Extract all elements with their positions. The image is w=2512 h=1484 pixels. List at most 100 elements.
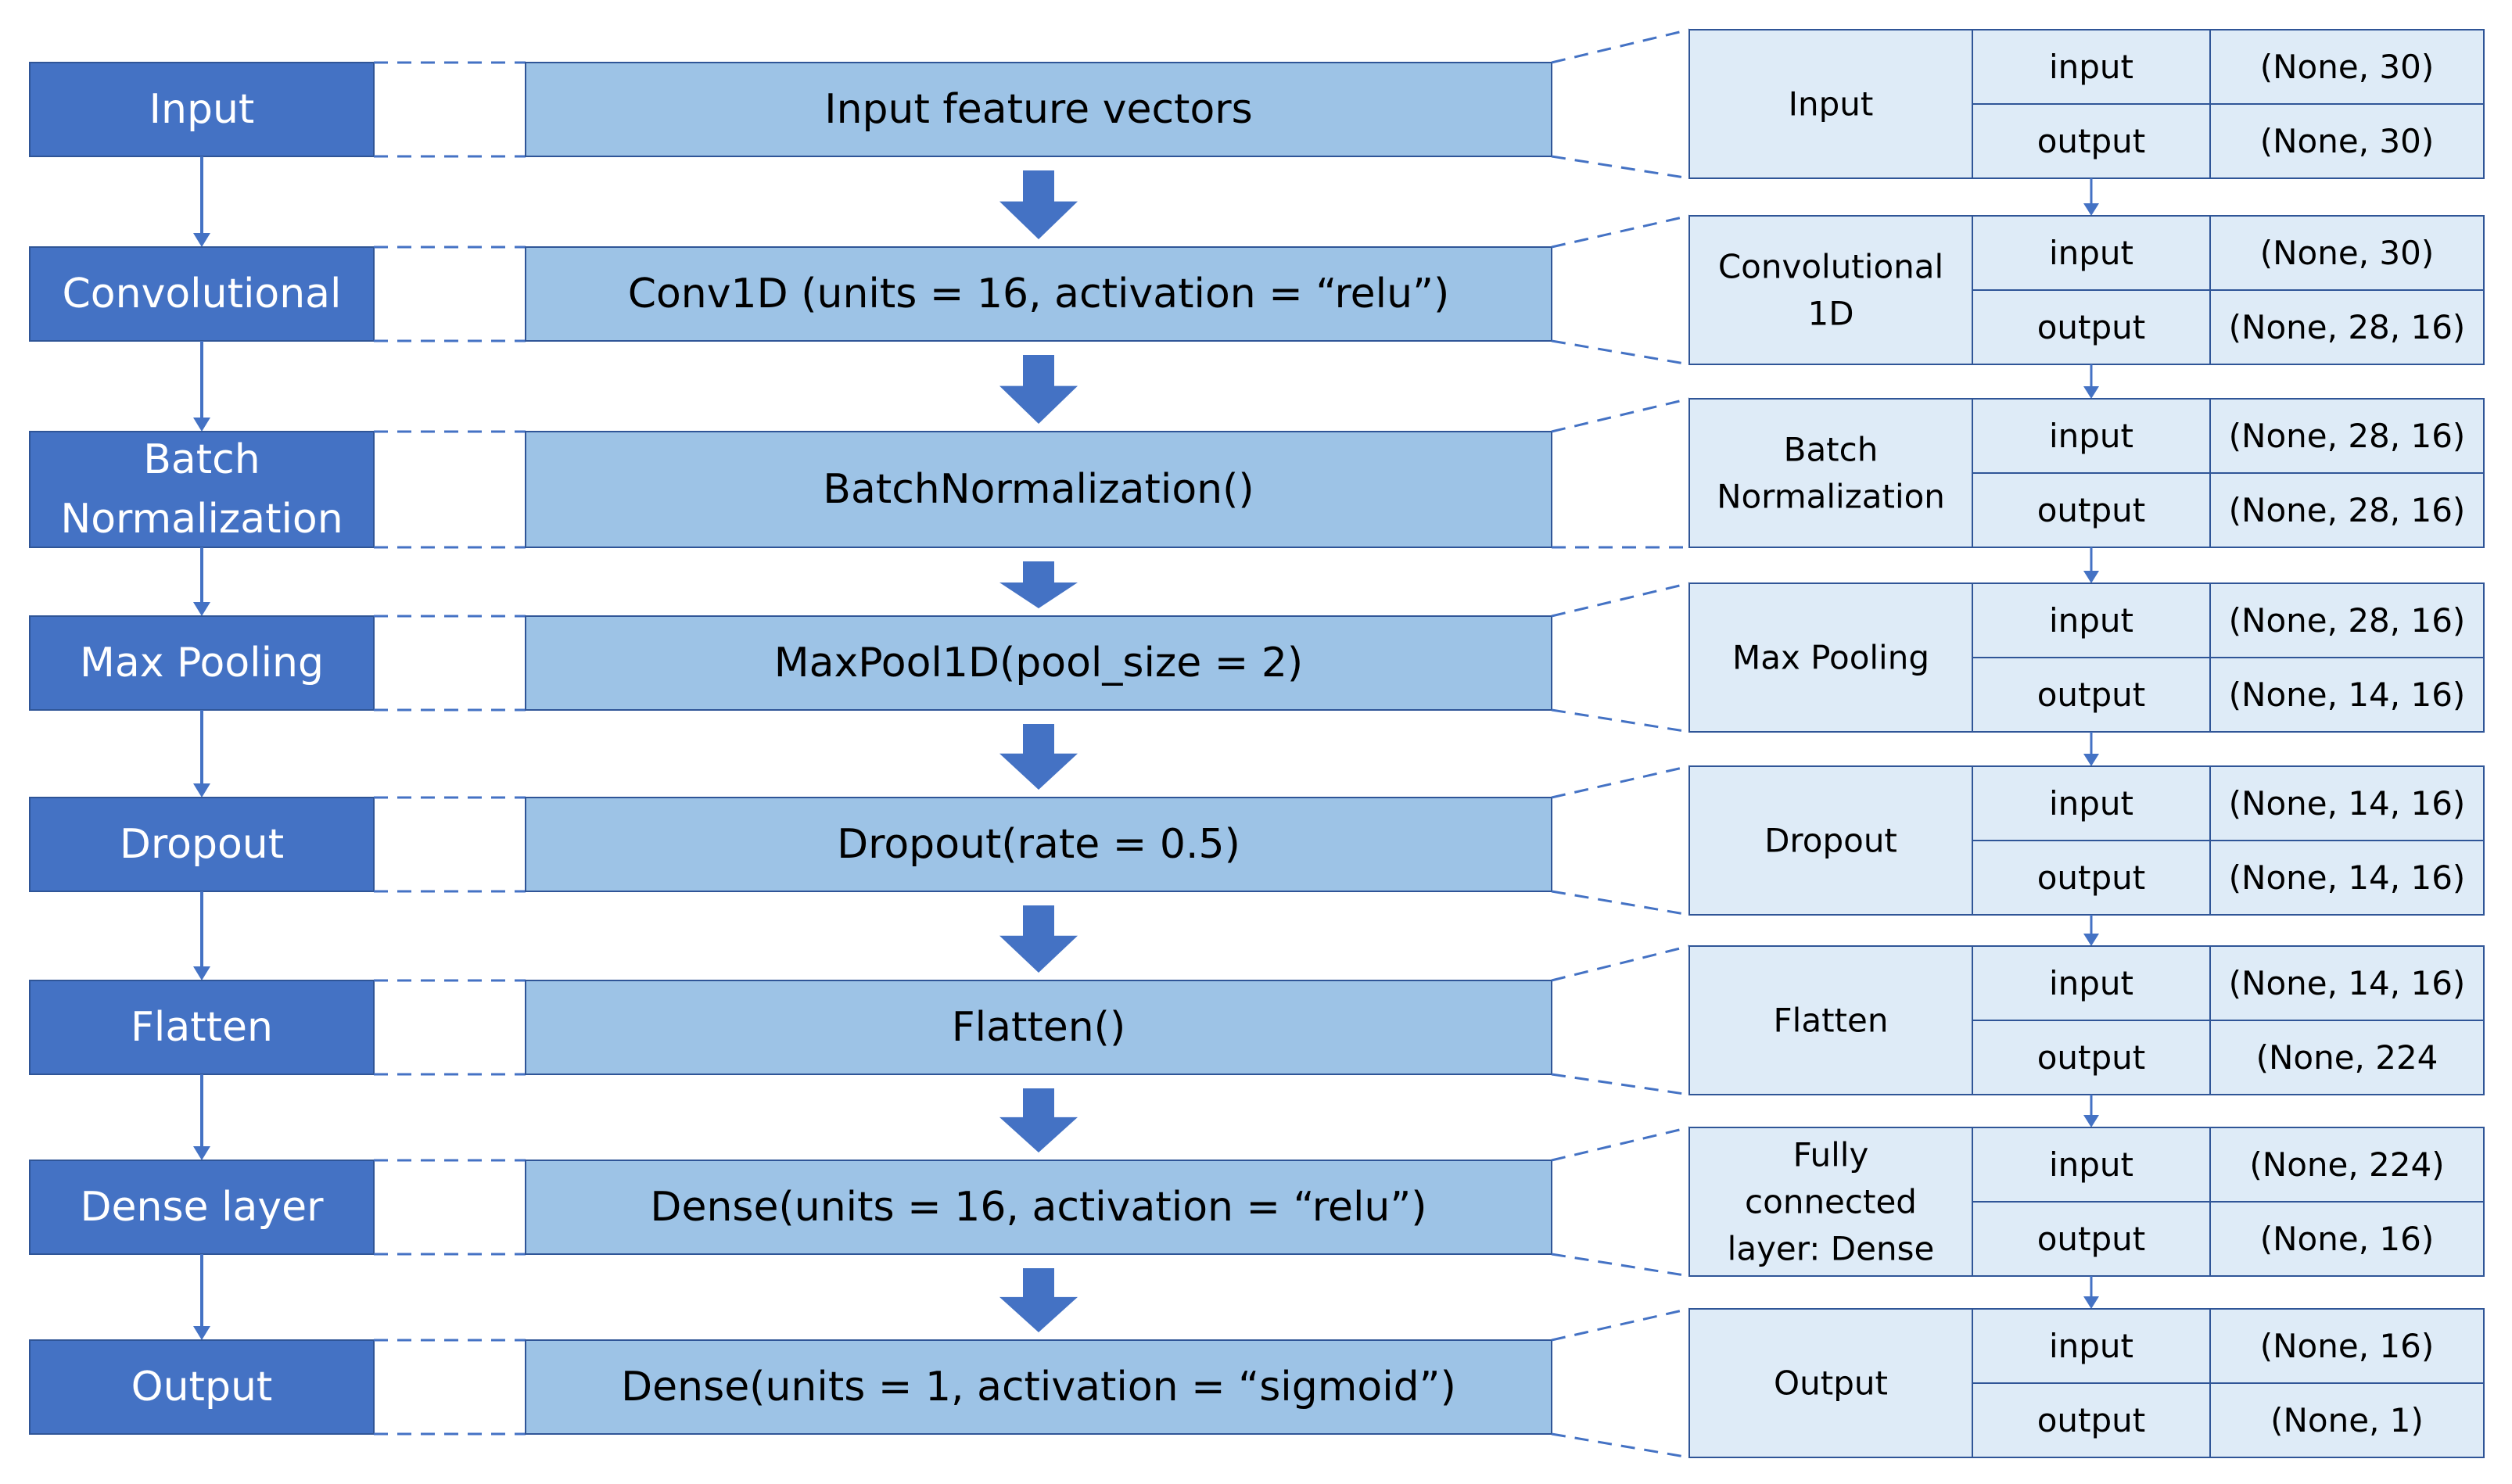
layer-code-label: MaxPool1D(pool_size = 2) [774,640,1303,686]
input-label: input [2049,1327,2133,1365]
input-label: input [2049,601,2133,640]
layer-code-label: Dropout(rate = 0.5) [837,821,1240,868]
input-shape: (None, 28, 16) [2229,417,2466,455]
flow-arrow-head [2083,386,2099,399]
layer-code-label: Input feature vectors [824,86,1252,133]
layer-name-box [29,980,375,1075]
flow-arrow-head [193,966,210,980]
output-shape: (None, 1) [2270,1401,2424,1439]
dashed-connector [1551,1432,1690,1459]
layer-code-label: Flatten() [952,1004,1126,1051]
flow-arrow-head [2083,203,2099,216]
dashed-connector [1551,214,1690,249]
layer-code-box [525,62,1552,157]
down-arrow [999,724,1078,790]
output-label: output [2037,1038,2146,1077]
dashed-connector [1551,945,1690,982]
layer-name-box [29,62,375,157]
layer-summary-label: Fully [1793,1136,1869,1174]
output-shape: (None, 30) [2260,122,2435,160]
output-label: output [2037,122,2146,160]
output-shape: (None, 28, 16) [2229,491,2466,529]
layer-code-label: Conv1D (units = 16, activation = “relu”) [628,271,1450,317]
flow-arrow-head [2083,1296,2099,1309]
layer-summary-label: Convolutional [1718,248,1943,286]
layer-code-box [525,246,1552,342]
output-shape: (None, 14, 16) [2229,676,2466,714]
layer-summary-label: connected [1745,1183,1917,1221]
layer-name-box [29,615,375,711]
layer-summary-label: Flatten [1774,1002,1889,1040]
input-label: input [2049,1145,2133,1184]
flow-arrow-head [193,418,210,432]
dashed-connector [1551,28,1690,64]
layer-summary-label: Dropout [1764,822,1897,860]
layer-name-label: Input [149,86,255,133]
flow-arrow-head [2083,571,2099,583]
layer-code-box [525,1339,1552,1435]
layer-code-label: Dense(units = 16, activation = “relu”) [650,1184,1426,1231]
output-shape: (None, 14, 16) [2229,858,2466,897]
dashed-connector [1551,1126,1690,1162]
flow-arrow-head [2083,754,2099,766]
input-shape: (None, 224) [2249,1145,2444,1184]
layer-summary-label: 1D [1807,295,1853,333]
output-label: output [2037,1401,2146,1439]
input-shape: (None, 16) [2260,1327,2435,1365]
layer-code-box [525,1160,1552,1255]
input-label: input [2049,784,2133,823]
down-arrow [999,905,1078,973]
flow-arrow-head [2083,1115,2099,1127]
flow-arrow-head [193,1326,210,1340]
output-label: output [2037,308,2146,346]
layer-summary-label: Batch [1784,431,1879,469]
down-arrow [999,561,1078,608]
layer-name-box [29,431,375,548]
input-shape: (None, 14, 16) [2229,784,2466,823]
layer-code-box [525,980,1552,1075]
dashed-connector [1551,765,1690,799]
layer-name-box [29,1160,375,1255]
layer-code-box [525,797,1552,892]
layer-summary-label: Normalization [1717,478,1945,516]
layer-code-label: BatchNormalization() [823,466,1254,513]
dashed-connector [1551,397,1690,433]
down-arrow [999,1088,1078,1152]
down-arrow [999,1268,1078,1332]
layer-name-label: Normalization [60,496,343,543]
output-shape: (None, 28, 16) [2229,308,2466,346]
output-shape: (None, 16) [2260,1220,2435,1258]
layer-name-label: Max Pooling [80,640,324,686]
input-label: input [2049,417,2133,455]
dashed-connector [1551,1253,1690,1278]
layer-name-label: Convolutional [63,271,342,317]
layer-name-box [29,246,375,342]
input-label: input [2049,964,2133,1002]
layer-code-box [525,431,1552,548]
input-label: input [2049,234,2133,272]
output-label: output [2037,1220,2146,1258]
dashed-connector [1551,339,1690,366]
input-shape: (None, 14, 16) [2229,964,2466,1002]
dashed-connector [1551,1307,1690,1342]
flow-arrow-head [193,1146,210,1160]
down-arrow [999,170,1078,239]
layer-name-box [29,1339,375,1435]
layer-name-box [29,797,375,892]
input-label: input [2049,48,2133,86]
flow-arrow-head [193,233,210,247]
dashed-connector [1551,890,1690,916]
output-label: output [2037,491,2146,529]
layer-summary-label: Max Pooling [1732,639,1929,677]
flow-arrow-head [193,602,210,616]
flow-arrow-head [2083,934,2099,946]
down-arrow [999,355,1078,424]
layer-name-label: Dropout [120,821,284,868]
flow-arrow-head [193,783,210,798]
dashed-connector [1551,1073,1690,1096]
dashed-connector [1551,708,1690,733]
output-label: output [2037,676,2146,714]
input-shape: (None, 30) [2260,48,2435,86]
input-shape: (None, 30) [2260,234,2435,272]
layer-summary-label: Input [1789,85,1874,124]
